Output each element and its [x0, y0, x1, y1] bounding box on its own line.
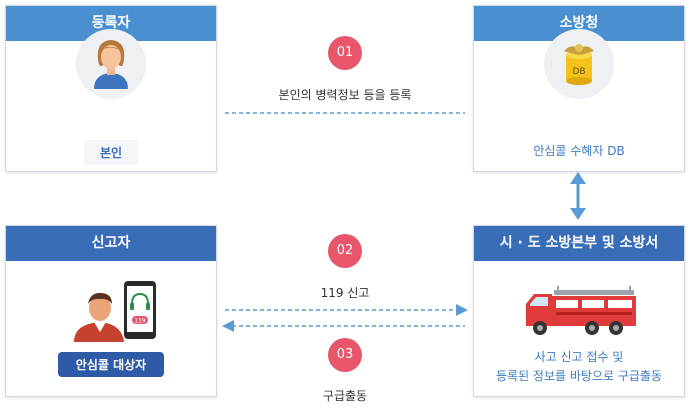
db-label: DB — [572, 67, 585, 77]
fire-hq-header: 시 · 도 소방본부 및 소방서 — [474, 226, 684, 261]
fire-hq-caption-line1: 사고 신고 접수 및 — [534, 350, 624, 364]
step-02-label: 119 신고 — [320, 286, 370, 300]
step-03-label: 구급출동 — [322, 389, 368, 403]
registrant-box: 등록자 본인 — [5, 5, 217, 172]
step-02-badge: 02 — [328, 234, 362, 268]
reporter-illustration: 119 — [66, 276, 166, 346]
step-03-badge: 03 — [328, 338, 362, 372]
user-avatar-icon — [76, 29, 146, 99]
reporter-box: 신고자 119 안심콜 대상자 — [5, 225, 217, 397]
self-badge: 본인 — [84, 140, 138, 165]
sync-arrow-down — [570, 208, 586, 220]
fire-agency-box: 소방청 DB 안심콜 수혜자 DB — [473, 5, 685, 172]
step-01-badge: 01 — [328, 36, 362, 70]
sync-arrow-up — [570, 172, 586, 184]
database-icon: DB — [544, 29, 614, 99]
phone-number-label: 119 — [134, 318, 146, 325]
report-arrow-head — [456, 304, 468, 316]
reporter-header: 신고자 — [6, 226, 216, 261]
fire-hq-box: 시 · 도 소방본부 및 소방서 사고 신고 접수 및 등록된 정보를 바탕으로… — [473, 225, 685, 397]
reporter-person-icon — [74, 322, 124, 342]
fire-hq-caption-line2: 등록된 정보를 바탕으로 구급출동 — [495, 369, 662, 383]
fire-truck-icon — [522, 282, 638, 338]
fire-agency-caption: 안심콜 수혜자 DB — [533, 144, 625, 158]
dispatch-arrow-head — [222, 320, 234, 332]
step-01-label: 본인의 병력정보 등을 등록 — [278, 88, 412, 102]
target-badge: 안심콜 대상자 — [58, 352, 164, 377]
